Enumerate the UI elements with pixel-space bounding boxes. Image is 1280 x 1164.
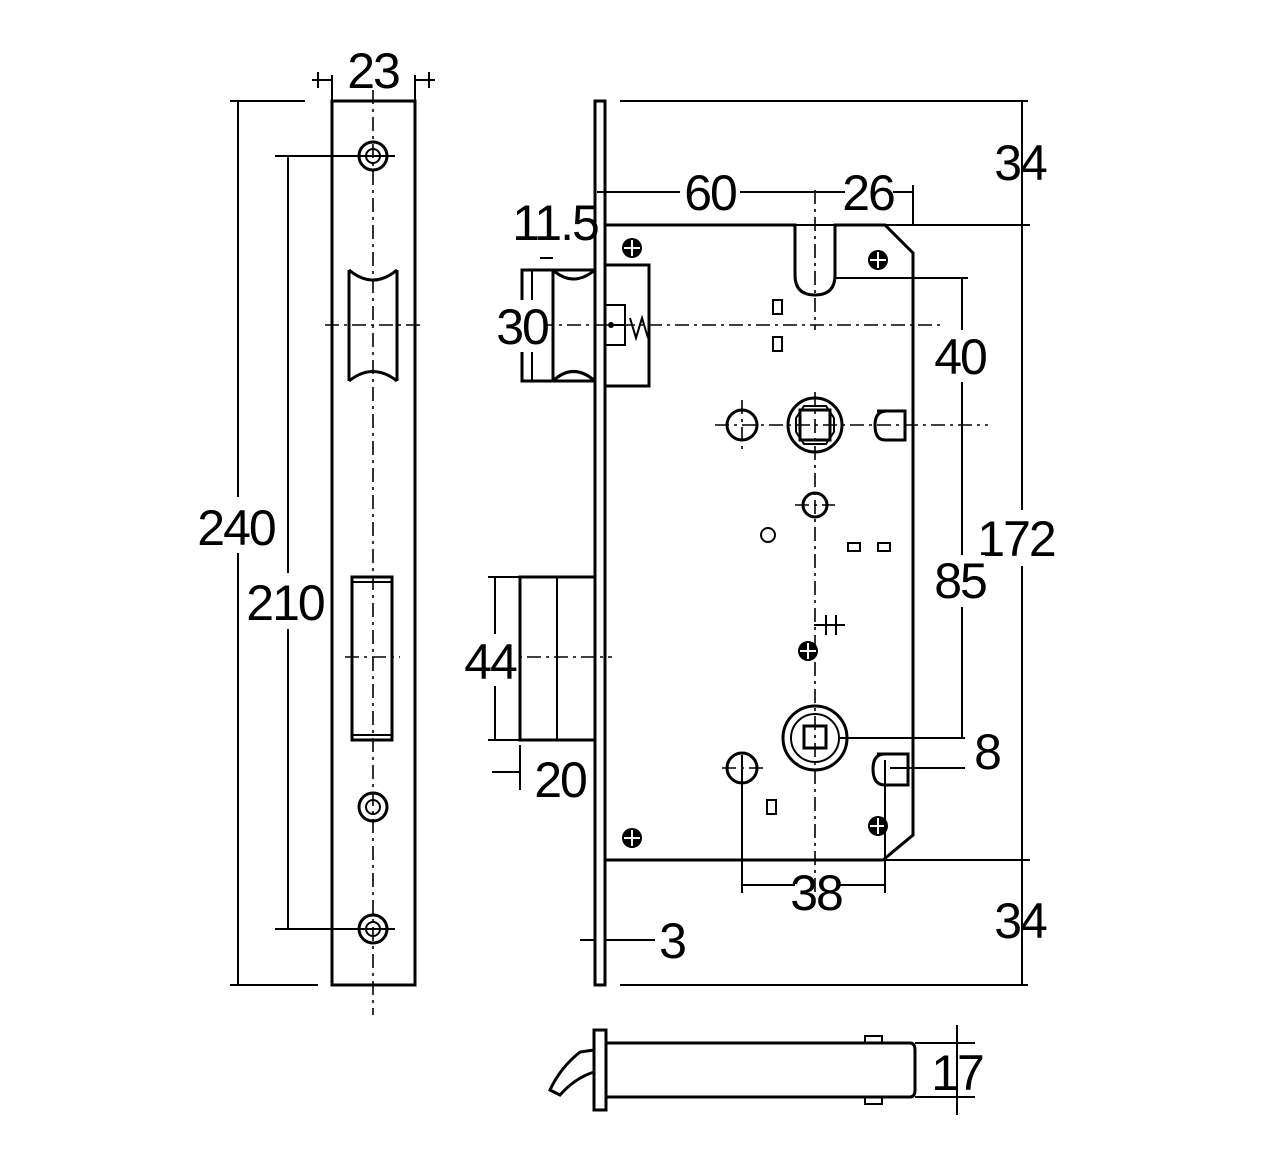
side-profile-view: [548, 1025, 975, 1115]
latch-opening: [325, 268, 420, 383]
screw-spacing-label: 210: [246, 575, 324, 631]
faceplate-edge: [593, 99, 607, 987]
cam-width-label: 26: [842, 165, 894, 221]
bottom-margin-label: 34: [994, 893, 1047, 949]
bottom-screw-hole: [275, 913, 395, 945]
middle-screw-hole: [357, 791, 389, 823]
top-margin-label: 34: [994, 135, 1047, 191]
case-depth-label: 17: [931, 1045, 983, 1101]
backset-label: 60: [684, 165, 736, 221]
spindle-spacing-label: 38: [790, 865, 842, 921]
profile-faceplate: [592, 1028, 608, 1112]
lock-body-view: [488, 99, 1030, 987]
faceplate-thickness-label: 3: [659, 913, 685, 969]
handle-to-cylinder-label: 85: [934, 553, 986, 609]
square-spindle-label: 8: [974, 724, 1000, 780]
profile-latch: [548, 1048, 595, 1097]
deadbolt: [518, 575, 597, 742]
deadbolt-throw-label: 20: [534, 752, 586, 808]
face-offset-label: 11.5: [512, 195, 598, 251]
profile-case: [606, 1041, 917, 1099]
top-screw-hole: [275, 140, 395, 172]
cylinder-spindle: [725, 704, 910, 815]
lock-case-outline: [605, 223, 915, 862]
case-height-label: 172: [977, 511, 1055, 567]
deadbolt-opening: [345, 575, 400, 742]
faceplate-width-label: 23: [347, 43, 399, 99]
faceplate-length-label: 240: [197, 500, 275, 556]
latch-to-handle-label: 40: [934, 329, 986, 385]
deadbolt-height-label: 44: [464, 634, 517, 690]
case-screws: [622, 238, 888, 848]
latch-height-label: 30: [496, 299, 548, 355]
